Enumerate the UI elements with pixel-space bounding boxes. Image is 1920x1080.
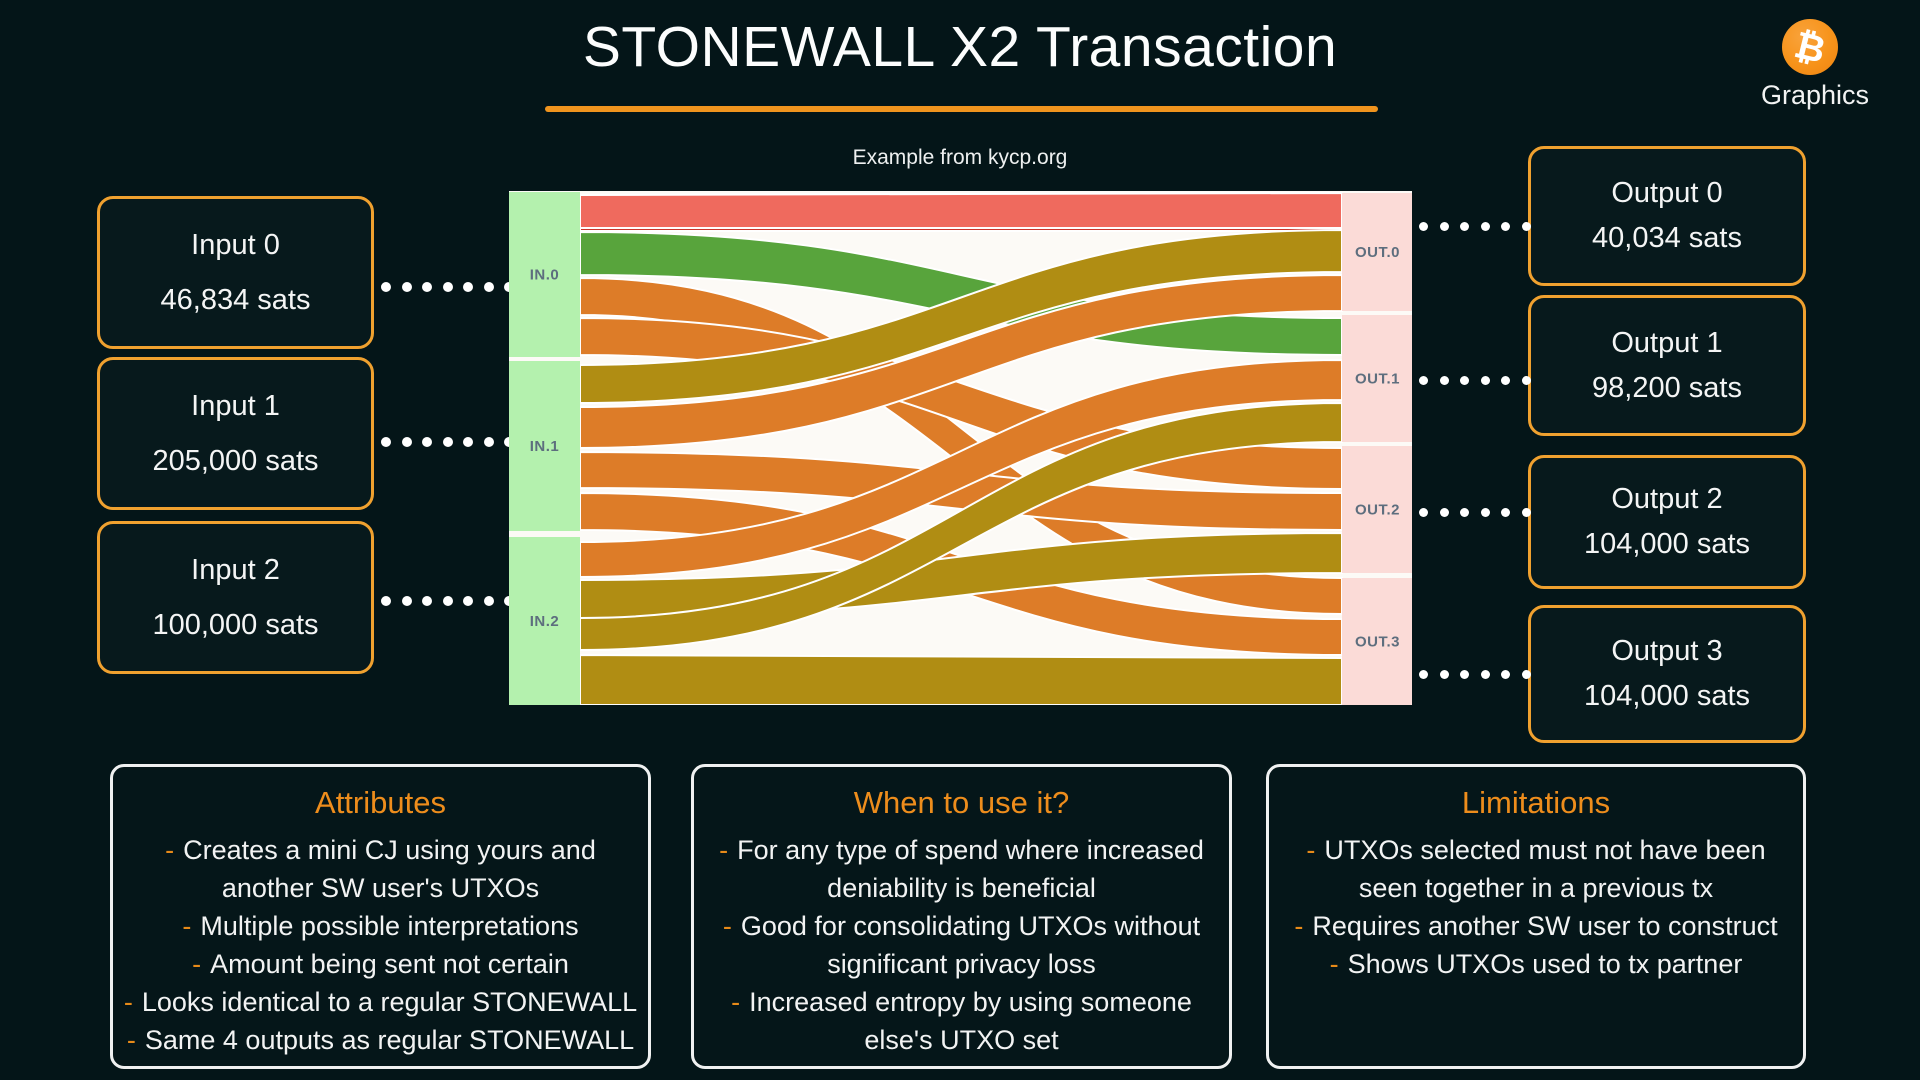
subtitle: Example from kycp.org xyxy=(852,146,1068,169)
output-0-box: Output 0 40,034 sats xyxy=(1528,146,1806,286)
page-title: STONEWALL X2 Transaction xyxy=(582,15,1338,79)
attributes-title: Attributes xyxy=(315,785,446,820)
limitations-title: Limitations xyxy=(1461,785,1611,820)
dotted-connector-input-0 xyxy=(381,282,514,292)
bullet-text: Looks identical to a regular STONEWALL xyxy=(141,987,638,1017)
input-amount: 100,000 sats xyxy=(152,608,319,641)
sankey-node-label: OUT.0 xyxy=(1355,244,1400,261)
dotted-connector-output-2 xyxy=(1419,508,1531,517)
sankey-node-label: IN.2 xyxy=(530,613,560,630)
input-label: Input 2 xyxy=(191,553,280,586)
input-label: Input 0 xyxy=(191,228,280,261)
bullet-dash: - xyxy=(1294,911,1304,941)
sankey-node-OUT.3 xyxy=(1342,578,1412,705)
input-2-box: Input 2 100,000 sats xyxy=(97,521,374,674)
bullet-dash: - xyxy=(182,911,192,941)
bullet-item: -Looks identical to a regular STONEWALL xyxy=(121,983,640,1021)
bullet-item: -Increased entropy by using someone else… xyxy=(702,983,1221,1059)
title-underline xyxy=(545,106,1378,112)
when-to-use-title: When to use it? xyxy=(853,785,1070,820)
sankey-node-IN.2 xyxy=(509,537,580,705)
bullet-text: For any type of spend where increased de… xyxy=(737,835,1204,903)
bullet-dash: - xyxy=(165,835,175,865)
bullet-text: Requires another SW user to construct xyxy=(1312,911,1778,941)
bullet-dash: - xyxy=(1306,835,1316,865)
output-amount: 104,000 sats xyxy=(1583,528,1751,560)
bullet-item: -Multiple possible interpretations xyxy=(121,907,640,945)
output-amount: 98,200 sats xyxy=(1592,371,1742,404)
sankey-node-IN.1 xyxy=(509,361,580,531)
output-label: Output 3 xyxy=(1611,635,1723,667)
bullet-text: Shows UTXOs used to tx partner xyxy=(1347,949,1743,979)
bullet-text: UTXOs selected must not have been seen t… xyxy=(1324,835,1766,903)
bullet-item: -Shows UTXOs used to tx partner xyxy=(1277,945,1795,983)
sankey-flow-IN.2-OUT.3 xyxy=(579,653,1343,705)
sankey-node-label: IN.1 xyxy=(530,438,560,455)
input-amount: 46,834 sats xyxy=(160,283,311,316)
bullet-dash: - xyxy=(722,911,732,941)
sankey-node-OUT.2 xyxy=(1342,446,1412,573)
sankey-node-label: OUT.3 xyxy=(1355,634,1400,651)
bullet-dash: - xyxy=(1329,949,1339,979)
dotted-connector-input-2 xyxy=(381,596,514,606)
sankey-flow-IN.0-OUT.0 xyxy=(579,191,1343,229)
bullet-text: Same 4 outputs as regular STONEWALL xyxy=(144,1025,635,1055)
when-to-use-box: When to use it? -For any type of spend w… xyxy=(691,764,1232,1069)
attributes-box: Attributes -Creates a mini CJ using your… xyxy=(110,764,651,1069)
sankey-node-label: IN.0 xyxy=(530,267,560,284)
brand-label: Graphics xyxy=(1760,80,1870,110)
bullet-text: Multiple possible interpretations xyxy=(200,911,579,941)
bullet-dash: - xyxy=(731,987,741,1017)
output-3-box: Output 3 104,000 sats xyxy=(1528,605,1806,743)
sankey-node-IN.0 xyxy=(509,192,580,357)
bullet-item: -Same 4 outputs as regular STONEWALL xyxy=(121,1021,640,1059)
bullet-item: -Good for consolidating UTXOs without si… xyxy=(702,907,1221,983)
bullet-dash: - xyxy=(719,835,729,865)
input-1-box: Input 1 205,000 sats xyxy=(97,357,374,510)
limitations-box: Limitations -UTXOs selected must not hav… xyxy=(1266,764,1806,1069)
output-1-box: Output 1 98,200 sats xyxy=(1528,295,1806,436)
input-amount: 205,000 sats xyxy=(152,444,319,477)
sankey-node-label: OUT.2 xyxy=(1355,502,1400,519)
bitcoin-logo: ₿ xyxy=(1782,19,1838,75)
dotted-connector-input-1 xyxy=(381,437,514,447)
bullet-item: -Amount being sent not certain xyxy=(121,945,640,983)
output-2-box: Output 2 104,000 sats xyxy=(1528,455,1806,589)
bullet-item: -Creates a mini CJ using yours and anoth… xyxy=(121,831,640,907)
output-label: Output 0 xyxy=(1611,177,1723,209)
bullet-text: Amount being sent not certain xyxy=(210,949,569,979)
sankey-node-label: OUT.1 xyxy=(1355,371,1400,388)
sankey-node-OUT.1 xyxy=(1342,315,1412,442)
input-label: Input 1 xyxy=(191,389,280,422)
output-amount: 40,034 sats xyxy=(1592,222,1742,254)
sankey-flow-IN.0-OUT.0 xyxy=(579,227,1343,232)
bullet-item: -UTXOs selected must not have been seen … xyxy=(1277,831,1795,907)
output-amount: 104,000 sats xyxy=(1583,680,1751,712)
bullet-dash: - xyxy=(123,987,133,1017)
dotted-connector-output-0 xyxy=(1419,222,1531,231)
bitcoin-icon: ₿ xyxy=(1790,22,1830,72)
dotted-connector-output-3 xyxy=(1419,670,1531,679)
bullet-text: Good for consolidating UTXOs without sig… xyxy=(740,911,1201,979)
output-label: Output 2 xyxy=(1611,483,1723,515)
dotted-connector-output-1 xyxy=(1419,376,1531,385)
bullet-text: Creates a mini CJ using yours and anothe… xyxy=(183,835,596,903)
bullet-item: -Requires another SW user to construct xyxy=(1277,907,1795,945)
output-label: Output 1 xyxy=(1611,326,1723,359)
input-0-box: Input 0 46,834 sats xyxy=(97,196,374,349)
bullet-dash: - xyxy=(192,949,202,979)
sankey-node-OUT.0 xyxy=(1342,193,1412,311)
bullet-text: Increased entropy by using someone else'… xyxy=(749,987,1192,1055)
bullet-item: -For any type of spend where increased d… xyxy=(702,831,1221,907)
bullet-dash: - xyxy=(126,1025,136,1055)
